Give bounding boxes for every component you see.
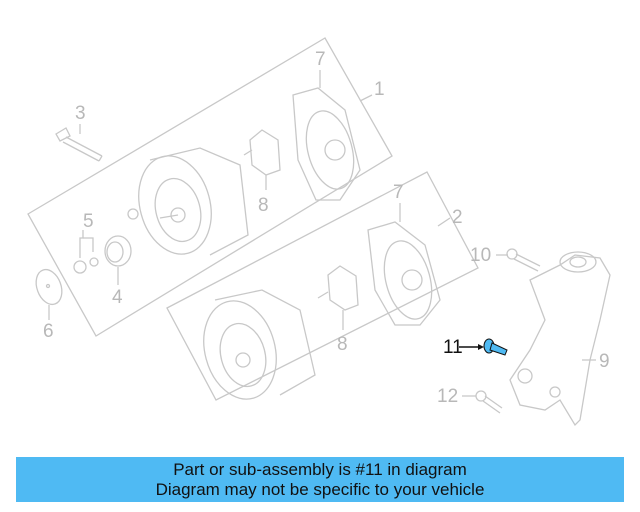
callout-11-highlighted: 11 xyxy=(443,337,463,358)
bolt-3-icon xyxy=(55,124,103,162)
parts-diagram: 1 2 3 4 5 6 7 7 8 8 9 10 11 12 xyxy=(27,37,611,427)
assembly-2-frame xyxy=(166,171,479,401)
banner-disclaimer: Diagram may not be specific to your vehi… xyxy=(155,480,485,499)
callout-6: 6 xyxy=(43,321,54,342)
bolt-12-icon xyxy=(462,390,503,414)
callout-3: 3 xyxy=(75,103,86,124)
callout-10: 10 xyxy=(470,245,492,266)
end-cover-1-icon xyxy=(292,70,361,201)
callout-9: 9 xyxy=(599,351,610,372)
callout-8-upper: 8 xyxy=(258,195,269,216)
assembly-1-frame xyxy=(27,37,393,337)
mounting-bracket-9-icon xyxy=(509,251,611,427)
exploded-view-drawing xyxy=(27,37,611,427)
callout-1: 1 xyxy=(374,79,385,100)
callout-4: 4 xyxy=(112,287,123,308)
regulator-2-icon xyxy=(317,265,359,330)
callout-7-upper: 7 xyxy=(315,49,326,70)
end-cover-2-icon xyxy=(367,203,441,326)
callout-12: 12 xyxy=(437,386,459,407)
bolt-10-icon xyxy=(496,248,541,272)
bolt-11-highlighted-icon xyxy=(459,338,508,356)
alternator-2-icon xyxy=(203,289,316,400)
callout-8-lower: 8 xyxy=(337,334,348,355)
banner-part-reference: Part or sub-assembly is #11 in diagram xyxy=(173,460,467,479)
regulator-1-icon xyxy=(243,129,281,190)
callout-7-lower: 7 xyxy=(393,182,404,203)
callout-2: 2 xyxy=(452,207,463,228)
info-banner: Part or sub-assembly is #11 in diagram D… xyxy=(16,457,624,502)
callout-5: 5 xyxy=(83,211,94,232)
alternator-1-icon xyxy=(138,147,249,256)
